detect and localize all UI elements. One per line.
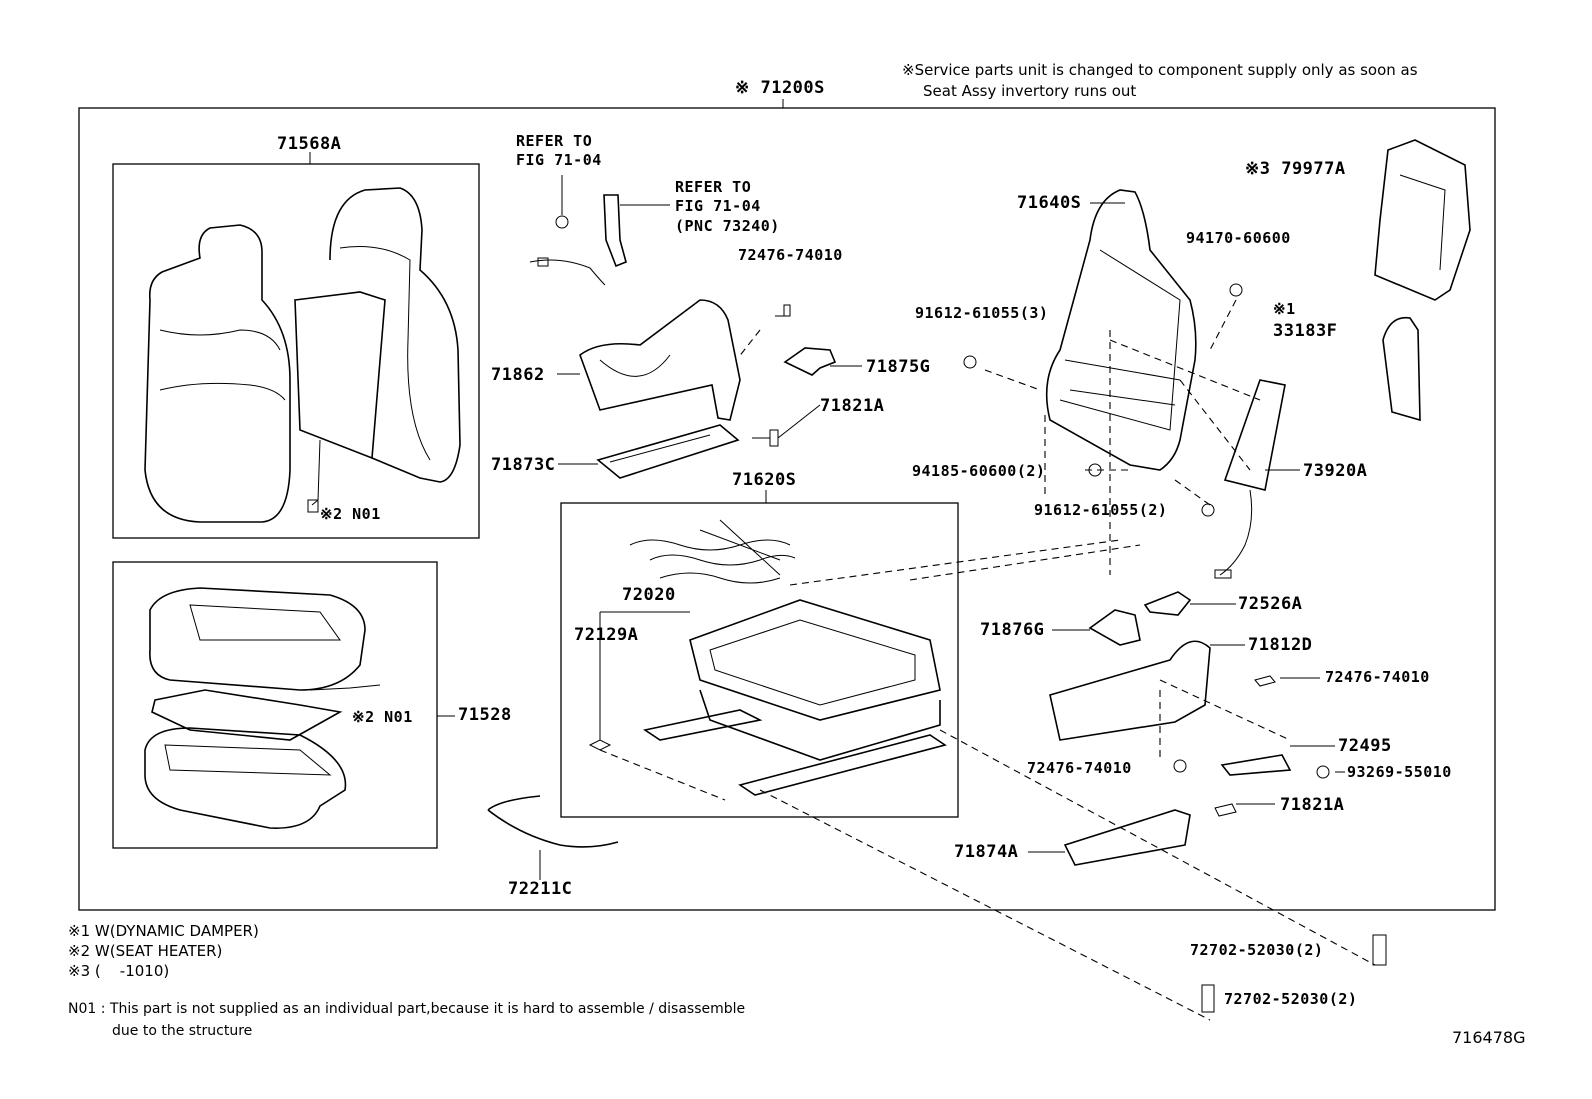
bolts <box>963 283 1387 1013</box>
part-72020: 72020 <box>622 585 676 605</box>
part-71821A-a: 71821A <box>820 396 885 416</box>
cover-72495-drawing <box>1220 754 1292 776</box>
shield-71812D-drawing <box>1049 640 1211 741</box>
note-n01-bottom: ※2 N01 <box>352 708 413 726</box>
assembly-part-number: ※ 71200S <box>735 78 825 98</box>
mark-1: ※1 <box>1273 300 1296 318</box>
part-71812D: 71812D <box>1248 635 1313 655</box>
part-71620S: 71620S <box>732 470 797 490</box>
part-94170-60600: 94170-60600 <box>1186 229 1291 247</box>
cushion-frame-drawing <box>588 519 947 796</box>
cushion-frame-box <box>560 502 959 818</box>
damper-33183F-drawing <box>1382 316 1421 422</box>
part-71873C: 71873C <box>491 455 556 475</box>
footnote-n01-line1: N01 : This part is not supplied as an in… <box>68 1001 746 1017</box>
part-71568A: 71568A <box>277 134 342 154</box>
part-71874A: 71874A <box>954 842 1019 862</box>
part-72702-52030-a: 72702-52030(2) <box>1190 941 1324 959</box>
part-72211C: 72211C <box>508 879 573 899</box>
cover-71874A-drawing <box>1063 809 1191 866</box>
part-33183F: 33183F <box>1273 321 1338 341</box>
refer-label-2-line1: REFER TO <box>675 178 752 196</box>
bracket-71876G-drawing <box>1088 609 1141 646</box>
figure-id: 716478G <box>1452 1028 1526 1047</box>
footnote-n01-line2: due to the structure <box>112 1023 253 1039</box>
part-72129A: 72129A <box>574 625 639 645</box>
seatback-cover-box <box>112 163 480 539</box>
header-note-line2: Seat Assy invertory runs out <box>923 82 1137 100</box>
cushion-drawing <box>144 587 381 829</box>
seatback-frame-drawing <box>1044 189 1197 575</box>
note-n01-top: ※2 N01 <box>320 505 381 523</box>
part-71528: 71528 <box>458 705 512 725</box>
cover-71873C-drawing <box>558 404 821 479</box>
mat-79977A-drawing <box>1374 139 1471 301</box>
cover-72526A-drawing <box>1143 591 1192 616</box>
part-71862: 71862 <box>491 365 545 385</box>
part-71640S: 71640S <box>1017 193 1082 213</box>
part-72495: 72495 <box>1338 736 1392 756</box>
part-91612-61055-3: 91612-61055(3) <box>915 304 1049 322</box>
wire-72211C-drawing <box>487 795 619 848</box>
part-79977A: ※3 79977A <box>1245 159 1346 179</box>
part-93269-55010: 93269-55010 <box>1347 763 1452 781</box>
part-72476-74010-a: 72476-74010 <box>738 246 843 264</box>
part-73920A: 73920A <box>1303 461 1368 481</box>
airbag-73920A-drawing <box>1223 379 1286 491</box>
bracket-71875G-drawing <box>783 347 837 376</box>
part-72476-74010-c: 72476-74010 <box>1027 759 1132 777</box>
part-71821A-b: 71821A <box>1280 795 1345 815</box>
refer-label-2-line2: FIG 71-04 <box>675 197 761 215</box>
part-72526A: 72526A <box>1238 594 1303 614</box>
refer-label-1-line2: FIG 71-04 <box>516 151 602 169</box>
part-94185-60600-2: 94185-60600(2) <box>912 462 1046 480</box>
seatback-cover-drawing <box>144 187 461 523</box>
refer-label-2-line3: (PNC 73240) <box>675 217 780 235</box>
part-72702-52030-b: 72702-52030(2) <box>1224 990 1358 1008</box>
part-91612-61055-2: 91612-61055(2) <box>1034 501 1168 519</box>
footnote-1: ※1 W(DYNAMIC DAMPER) <box>68 922 259 940</box>
footnote-2: ※2 W(SEAT HEATER) <box>68 942 223 960</box>
refer-label-1-line1: REFER TO <box>516 132 593 150</box>
assembly-frame <box>78 107 1496 911</box>
buckle-drawing <box>529 175 670 286</box>
part-71876G: 71876G <box>980 620 1045 640</box>
shield-71862-drawing <box>557 299 791 421</box>
cushion-box <box>112 561 438 849</box>
header-note-line1: ※Service parts unit is changed to compon… <box>902 61 1418 79</box>
footnote-3: ※3 ( -1010) <box>68 962 170 980</box>
part-71875G: 71875G <box>866 357 931 377</box>
part-72476-74010-b: 72476-74010 <box>1325 668 1430 686</box>
